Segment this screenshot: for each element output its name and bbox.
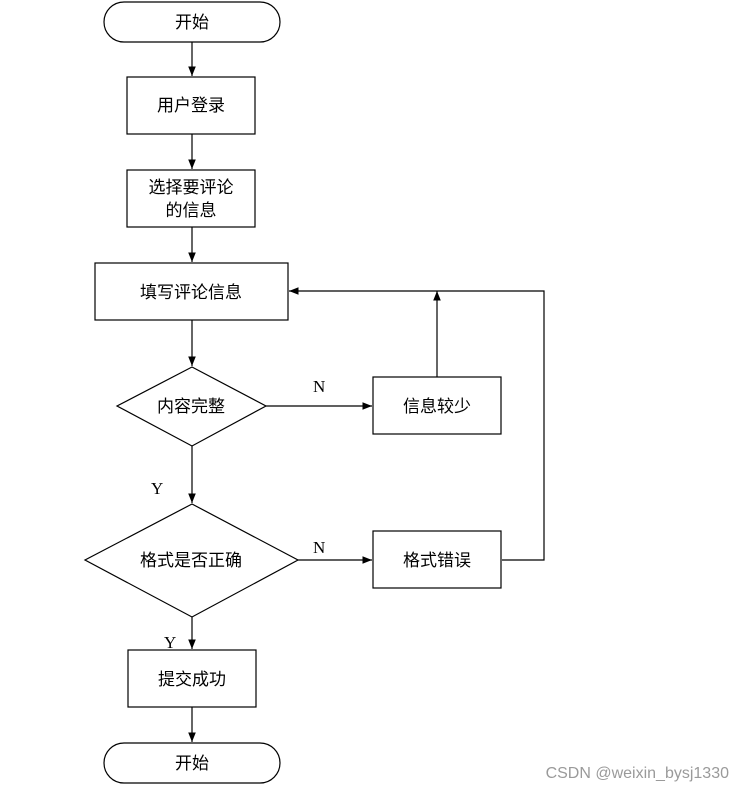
node-complete-check: 内容完整 bbox=[115, 366, 268, 447]
node-login: 用户登录 bbox=[126, 76, 256, 135]
edges bbox=[188, 42, 545, 742]
edge-label-complete-no: N bbox=[313, 377, 325, 396]
watermark: CSDN @weixin_bysj1330 bbox=[545, 765, 729, 782]
node-too-little-label: 信息较少 bbox=[403, 397, 471, 417]
node-select-label-line1: 选择要评论 bbox=[149, 178, 234, 198]
node-submit-label: 提交成功 bbox=[158, 670, 226, 690]
node-select-label-line2: 的信息 bbox=[166, 201, 217, 221]
node-select: 选择要评论 的信息 bbox=[126, 169, 256, 228]
node-complete-check-label: 内容完整 bbox=[157, 397, 225, 417]
node-too-little: 信息较少 bbox=[372, 376, 502, 435]
edge-label-format-yes: Y bbox=[164, 633, 176, 652]
node-submit: 提交成功 bbox=[127, 649, 257, 708]
node-login-label: 用户登录 bbox=[157, 96, 225, 116]
node-format-check-label: 格式是否正确 bbox=[140, 551, 242, 571]
node-fill-label: 填写评论信息 bbox=[140, 283, 242, 303]
node-format-check: 格式是否正确 bbox=[83, 503, 300, 618]
edge-formaterror-fill bbox=[289, 287, 545, 561]
edge-label-complete-yes: Y bbox=[151, 479, 163, 498]
node-fill: 填写评论信息 bbox=[94, 262, 289, 321]
node-end: 开始 bbox=[103, 742, 281, 784]
node-format-error-label: 格式错误 bbox=[403, 551, 471, 571]
node-format-error: 格式错误 bbox=[372, 530, 502, 589]
node-start-label: 开始 bbox=[175, 13, 209, 33]
node-end-label: 开始 bbox=[175, 754, 209, 774]
edge-label-format-no: N bbox=[313, 538, 325, 557]
node-start: 开始 bbox=[103, 1, 281, 43]
